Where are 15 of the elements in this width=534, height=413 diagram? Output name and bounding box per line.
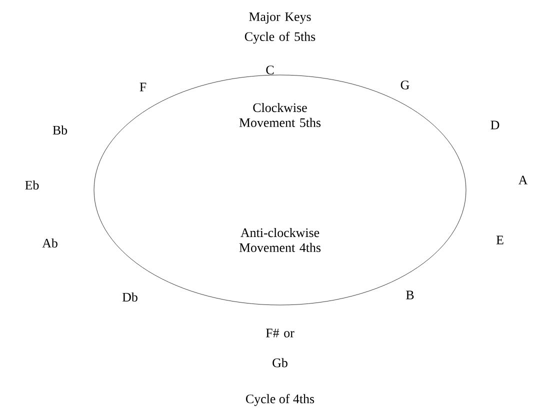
circle-text: Clockwise Movement 5ths [239, 102, 321, 128]
key-label: B [406, 290, 414, 300]
key-label: G [400, 80, 410, 90]
title: Major Keys Cycle of 5ths [244, 12, 316, 44]
key-label: Eb [25, 180, 39, 190]
caption: Cycle of 4ths [246, 394, 314, 406]
key-label: Bb [52, 125, 68, 135]
key-label: D [490, 120, 500, 130]
key-label: F [140, 82, 146, 92]
key-label: E [496, 236, 504, 244]
circle-text: Anti-clockwise Movement 4ths [239, 228, 321, 252]
key-label: A [518, 176, 528, 184]
key-label: Ab [42, 238, 58, 248]
key-label: F# or Gb [266, 328, 294, 368]
key-label: Db [122, 292, 138, 302]
